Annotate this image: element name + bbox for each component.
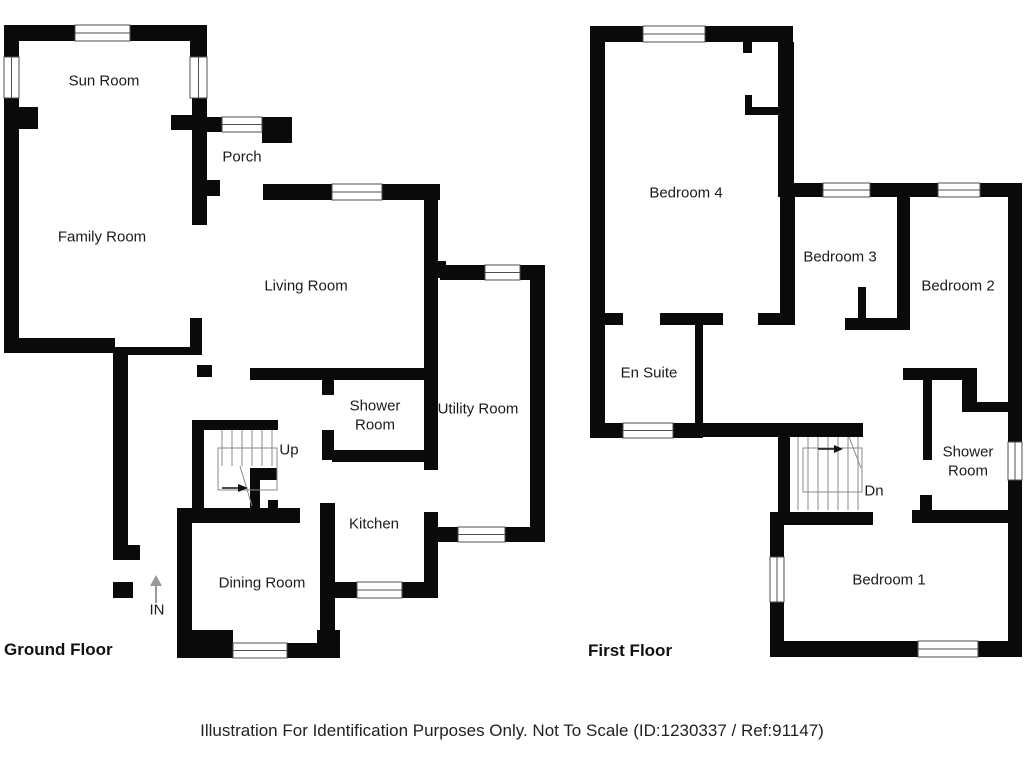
first-floor-windows: [622, 25, 1023, 658]
entrance-in-arrow-icon: [150, 575, 162, 603]
ground-floor-stairs: [217, 430, 278, 507]
room-label-bedroom-1: Bedroom 1: [852, 571, 926, 589]
stairs-label-dn: Dn: [864, 482, 884, 500]
room-label-living-room: Living Room: [264, 277, 348, 295]
room-label-bedroom-3: Bedroom 3: [803, 248, 877, 266]
room-label-utility-room: Utility Room: [437, 400, 519, 418]
room-label-shower-room-ground: Shower Room: [349, 397, 401, 433]
ground-floor-walls: [4, 25, 545, 658]
stairs-label-up: Up: [279, 441, 299, 459]
stairs-up-arrow-icon: [222, 484, 248, 492]
disclaimer-caption: Illustration For Identification Purposes…: [200, 721, 824, 740]
room-label-shower-room-first: Shower Room: [942, 443, 994, 479]
room-label-bedroom-2: Bedroom 2: [921, 277, 995, 295]
floor-title-first: First Floor: [588, 641, 673, 660]
entrance-label-in: IN: [149, 601, 165, 619]
room-label-kitchen: Kitchen: [348, 515, 400, 533]
ground-floor-windows: [3, 24, 521, 659]
stairs-down-arrow-icon: [818, 445, 843, 453]
floor-title-ground: Ground Floor: [4, 640, 113, 659]
first-floor-stairs: [797, 436, 863, 510]
room-label-sun-room: Sun Room: [68, 72, 140, 90]
room-label-family-room: Family Room: [57, 228, 147, 246]
room-label-dining-room: Dining Room: [218, 574, 306, 592]
first-floor-walls: [590, 26, 1022, 657]
room-label-porch: Porch: [222, 148, 262, 166]
room-label-bedroom-4: Bedroom 4: [649, 184, 723, 202]
room-label-en-suite: En Suite: [620, 364, 678, 382]
